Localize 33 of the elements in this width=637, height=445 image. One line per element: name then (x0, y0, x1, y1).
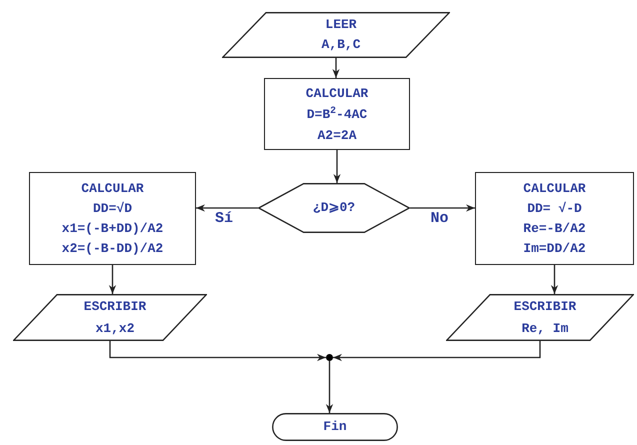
arrow (109, 341, 326, 362)
arrow (333, 341, 541, 362)
process-box (264, 78, 410, 150)
arrow (108, 265, 116, 294)
arrow (196, 204, 258, 212)
arrow (333, 150, 341, 183)
step-heading: ESCRIBIR (512, 298, 576, 316)
arrow (550, 265, 558, 294)
step-text: x2=(-B-DD)/A2 (62, 240, 164, 258)
step-heading: ESCRIBIR (82, 298, 146, 316)
step-text: Re, Im (520, 320, 568, 338)
step-heading: CALCULAR (306, 84, 368, 102)
step-text: x1=(-B+DD)/A2 (62, 220, 164, 238)
step-text: DD= √-D (527, 200, 582, 218)
step-text: A2=2A (317, 126, 356, 144)
process-box (29, 172, 196, 265)
step-heading: CALCULAR (81, 180, 144, 198)
step-text: DD=√D (92, 200, 132, 218)
arrow (410, 204, 475, 212)
step-heading: LEER (324, 16, 357, 34)
step-text: D=B$^{2}$-4AC (306, 104, 368, 124)
step-text: A,B,C (320, 36, 360, 54)
step-text: Im=DD/A2 (523, 240, 586, 258)
step-text: Re=-B/A2 (523, 220, 586, 238)
edge-label: Sí (215, 211, 234, 226)
step-heading: CALCULAR (523, 180, 586, 198)
arrow (326, 361, 334, 413)
step-text: ¿D⩾0? (312, 199, 356, 217)
arrow (332, 58, 340, 78)
step-text: x1,x2 (94, 320, 134, 338)
edge-label: No (430, 211, 449, 226)
process-box (475, 172, 634, 265)
step-text: Fin (323, 418, 347, 436)
